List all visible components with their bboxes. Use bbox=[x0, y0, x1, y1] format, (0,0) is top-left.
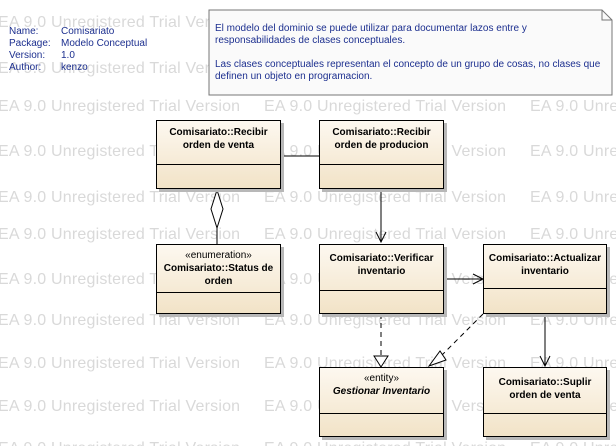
note-shape bbox=[208, 9, 613, 96]
class-attributes bbox=[320, 414, 443, 436]
class-header: Comisariato::Actualizar inventario bbox=[484, 245, 606, 289]
class-name: Comisariato::Status de orden bbox=[163, 263, 274, 287]
class-gestionar-inventario[interactable]: «entity» Gestionar Inventario bbox=[319, 367, 444, 437]
class-header: Comisariato::Verificar inventario bbox=[320, 245, 443, 291]
class-verificar-inventario[interactable]: Comisariato::Verificar inventario bbox=[319, 244, 444, 314]
class-stereotype: «entity» bbox=[363, 373, 400, 384]
class-recibir-orden-venta[interactable]: Comisariato::Recibir orden de venta bbox=[156, 120, 281, 189]
class-name: Comisariato::Recibir orden de producion bbox=[332, 127, 431, 151]
class-recibir-orden-produccion[interactable]: Comisariato::Recibir orden de producion bbox=[319, 120, 444, 189]
class-status-de-orden[interactable]: «enumeration» Comisariato::Status de ord… bbox=[156, 244, 281, 314]
info-label: Name: bbox=[9, 26, 39, 37]
note-text: El modelo del dominio se puede utilizar … bbox=[215, 23, 603, 95]
info-row-author: Author: kenzo bbox=[9, 62, 147, 74]
info-row-name: Name: Comisariato bbox=[9, 26, 147, 38]
info-label: Package: bbox=[9, 38, 51, 49]
info-row-package: Package: Modelo Conceptual bbox=[9, 38, 147, 50]
info-label: Version: bbox=[9, 50, 46, 61]
diagram-note[interactable]: El modelo del dominio se puede utilizar … bbox=[208, 9, 613, 96]
info-value: kenzo bbox=[61, 62, 88, 73]
info-label: Author: bbox=[9, 62, 42, 73]
arrowhead-icon bbox=[539, 355, 551, 368]
class-attributes bbox=[157, 165, 280, 188]
class-name: Comisariato::Suplir orden de venta bbox=[498, 377, 592, 401]
class-attributes bbox=[320, 165, 443, 188]
diagram-info: Name: Comisariato Package: Modelo Conceptu… bbox=[9, 26, 147, 74]
info-value: Modelo Conceptual bbox=[61, 38, 148, 49]
class-attributes bbox=[484, 289, 606, 313]
class-header: «enumeration» Comisariato::Status de ord… bbox=[157, 245, 280, 293]
class-name: Gestionar Inventario bbox=[332, 386, 431, 397]
class-header: Comisariato::Suplir orden de venta bbox=[484, 368, 606, 414]
class-header: Comisariato::Recibir orden de venta bbox=[157, 121, 280, 165]
class-suplir-orden-venta[interactable]: Comisariato::Suplir orden de venta bbox=[483, 367, 607, 437]
hollow-arrowhead-icon bbox=[373, 355, 389, 368]
arrowhead-icon bbox=[375, 231, 387, 244]
info-value: Comisariato bbox=[61, 26, 115, 37]
class-actualizar-inventario[interactable]: Comisariato::Actualizar inventario bbox=[483, 244, 607, 314]
class-name: Comisariato::Actualizar inventario bbox=[488, 253, 602, 277]
aggregation-diamond-icon bbox=[210, 188, 224, 230]
note-paragraph: Las clases conceptuales representan el c… bbox=[215, 59, 601, 82]
class-attributes bbox=[157, 293, 280, 313]
class-attributes bbox=[484, 414, 606, 436]
info-value: 1.0 bbox=[61, 50, 75, 61]
hollow-arrowhead-icon bbox=[427, 350, 447, 368]
class-name: Comisariato::Recibir orden de venta bbox=[169, 127, 268, 151]
info-row-version: Version: 1.0 bbox=[9, 50, 147, 62]
class-header: «entity» Gestionar Inventario bbox=[320, 368, 443, 414]
class-attributes bbox=[320, 291, 443, 313]
class-header: Comisariato::Recibir orden de producion bbox=[320, 121, 443, 165]
realization-line[interactable] bbox=[440, 313, 484, 357]
class-stereotype: «enumeration» bbox=[185, 250, 252, 261]
note-paragraph: El modelo del dominio se puede utilizar … bbox=[215, 23, 527, 46]
class-name: Comisariato::Verificar inventario bbox=[329, 253, 434, 277]
